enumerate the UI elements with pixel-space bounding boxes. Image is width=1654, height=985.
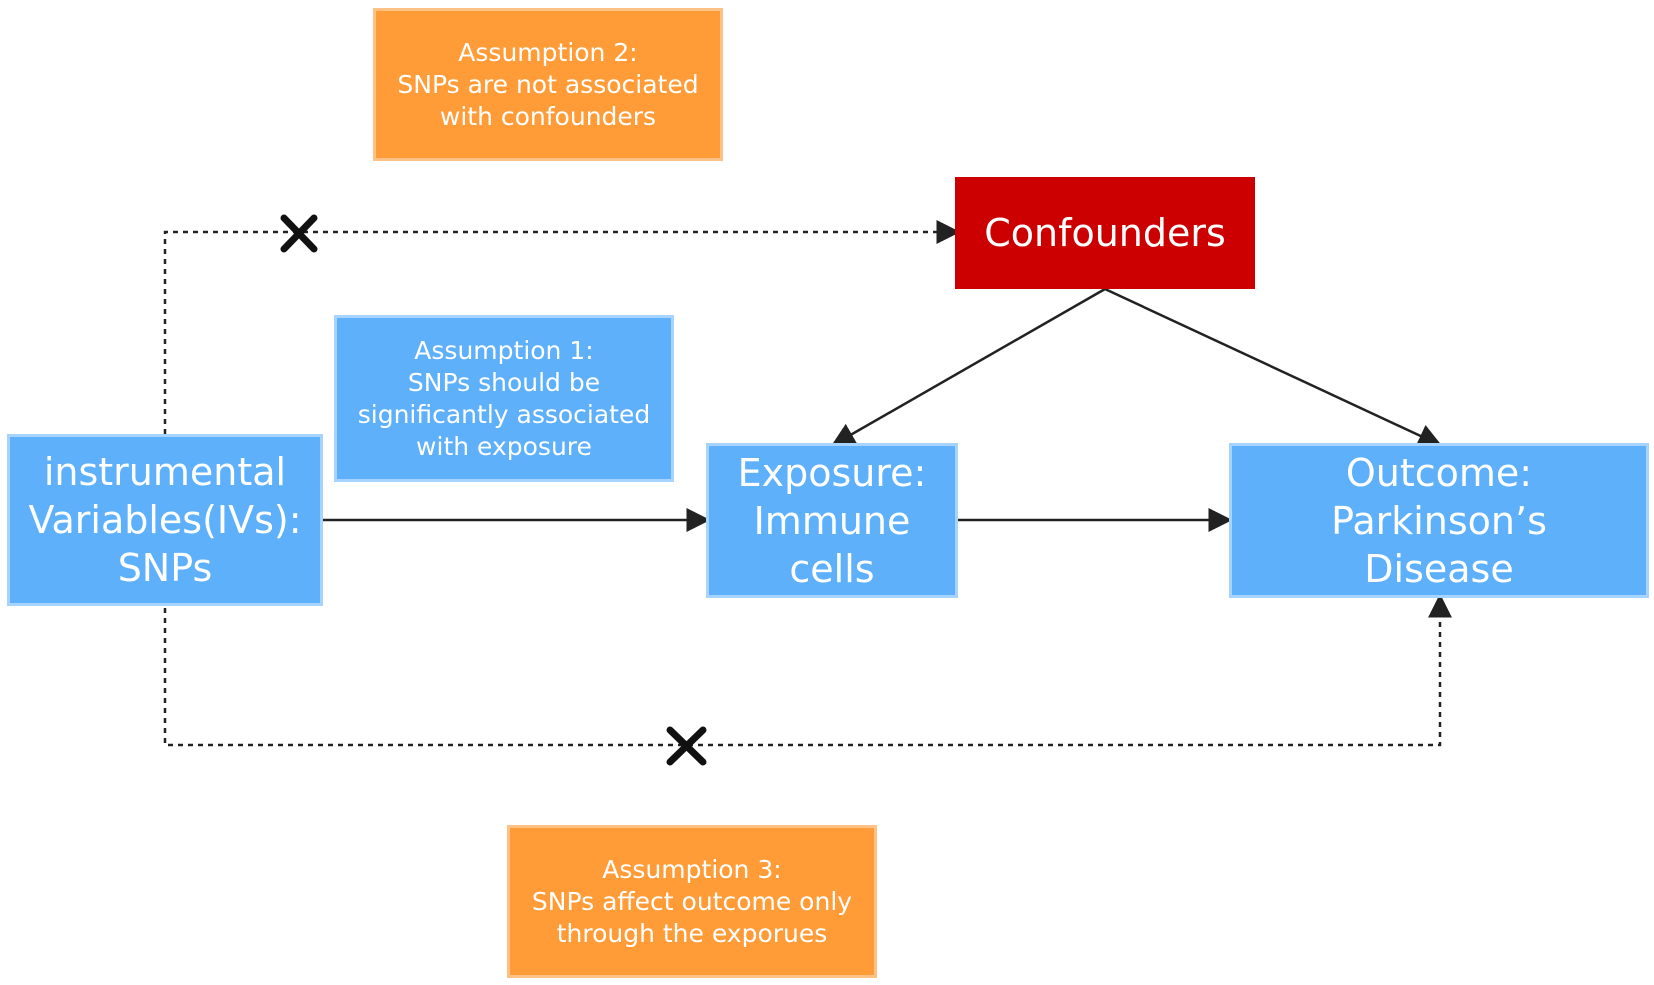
assumption-1-note: Assumption 1: SNPs should be significant… xyxy=(334,315,674,482)
exposure-node: Exposure: Immune cells xyxy=(706,443,958,598)
outcome-node: Outcome: Parkinson’s Disease xyxy=(1229,443,1649,598)
dashed-path-ivs-to-outcome xyxy=(163,593,1452,747)
assumption-2-note: Assumption 2: SNPs are not associated wi… xyxy=(373,8,723,161)
cross-mark-icon xyxy=(666,726,707,766)
dashed-path-ivs-to-confounders xyxy=(163,220,961,434)
arrow-confounders-to-outcome xyxy=(1104,287,1443,447)
arrow-confounders-to-exposure xyxy=(830,287,1106,447)
assumption-3-note: Assumption 3: SNPs affect outcome only t… xyxy=(507,825,877,978)
instrumental-variables-node: instrumental Variables(IVs): SNPs xyxy=(7,434,323,606)
cross-mark-icon xyxy=(280,214,318,253)
confounders-node: Confounders xyxy=(955,177,1255,289)
